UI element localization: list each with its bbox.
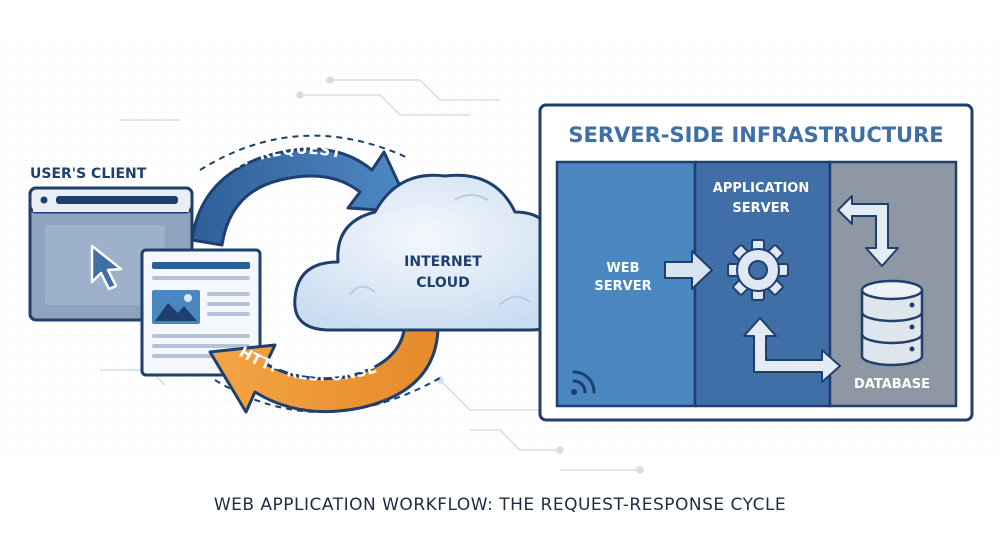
web-server-panel — [555, 160, 697, 408]
http-response-arrow — [208, 318, 440, 414]
cloud-label-line2: Cloud — [416, 275, 470, 291]
cloud-label-line1: Internet — [404, 254, 482, 270]
app-to-database-arrow — [743, 317, 841, 383]
infrastructure-title: Server-Side Infrastructure — [568, 123, 943, 147]
gear-icon — [727, 239, 789, 301]
http-request-arrow — [190, 147, 414, 247]
client-label: User's Client — [30, 166, 147, 182]
diagram-caption: WEB APPLICATION WORKFLOW: THE REQUEST-RE… — [213, 495, 787, 515]
image-icon — [155, 303, 197, 321]
database-label: Database — [854, 377, 930, 392]
database-to-app-arrow — [837, 195, 899, 267]
web-page-document — [140, 248, 262, 377]
request-dashed-arc — [199, 134, 409, 171]
app-server-label-line1: Application — [713, 181, 809, 196]
wifi-icon — [571, 370, 596, 395]
app-server-label-line2: Server — [732, 201, 789, 216]
web-server-label-line1: Web — [606, 261, 639, 276]
web-server-label-line2: Server — [594, 279, 651, 294]
database-icon — [860, 279, 924, 367]
cursor-icon — [90, 244, 123, 291]
web-to-app-arrow — [664, 250, 713, 290]
